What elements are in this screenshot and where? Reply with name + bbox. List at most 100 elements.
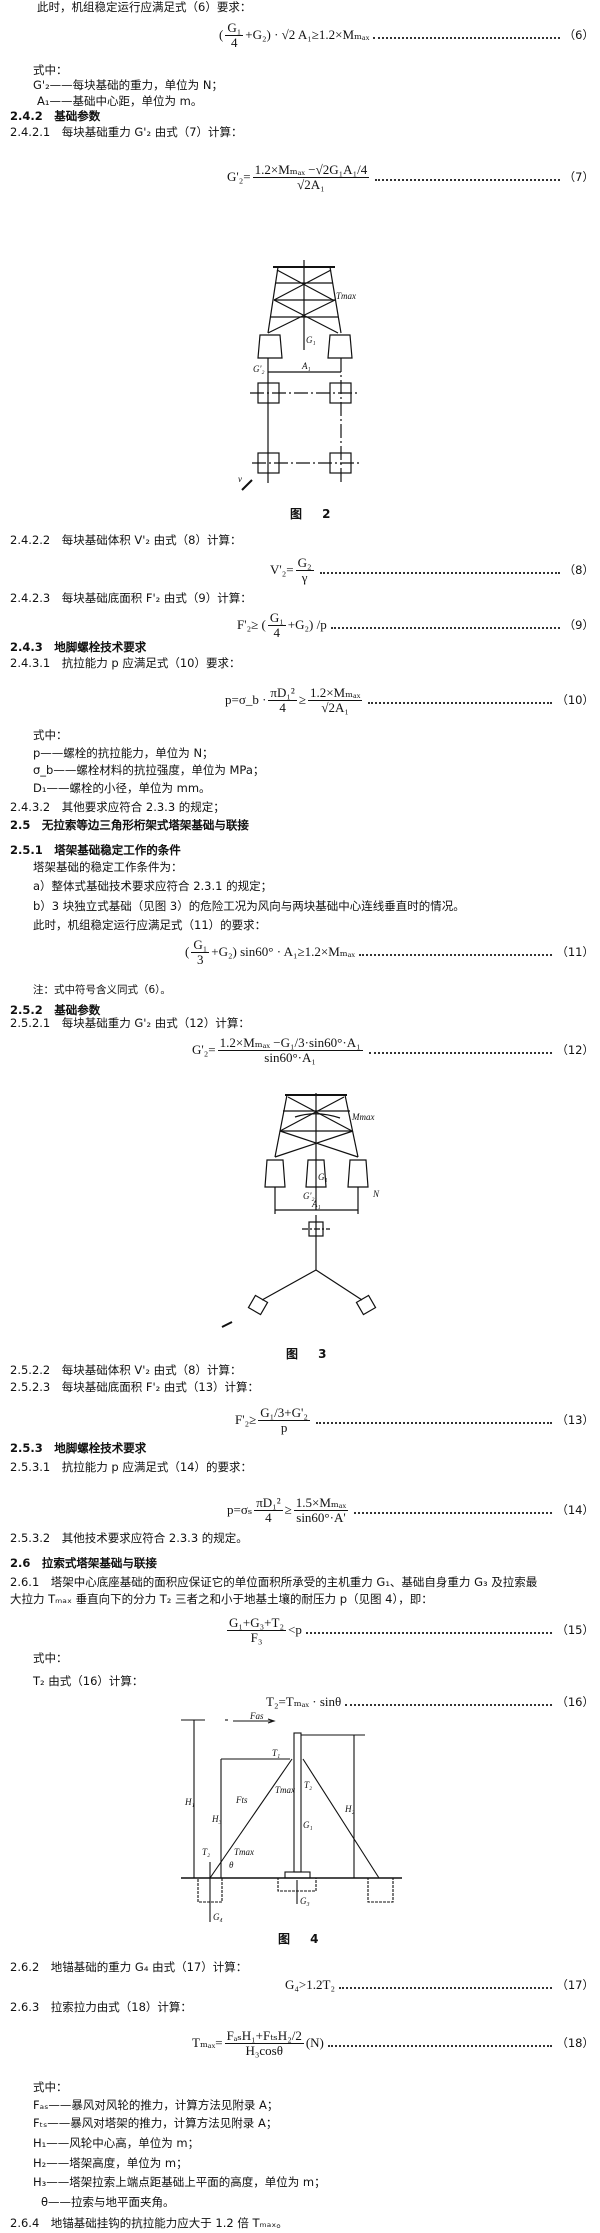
formula-part: V'₂= [270, 562, 294, 577]
dot-leader [338, 1987, 553, 1989]
clause: 2.4.2.2 每块基础体积 V'₂ 由式（8）计算： [10, 533, 242, 547]
section-heading: 2.4.2 基础参数 [10, 109, 101, 123]
foundation-block [347, 1159, 369, 1188]
numerator: G₁+G₃+T₂ [227, 1614, 286, 1631]
definition: Fₜₛ——暴风对塔架的推力，计算方法见附录 A； [33, 2116, 278, 2130]
dot-leader [368, 702, 553, 704]
clause: 2.5.2.1 每块基础重力 G'₂ 由式（12）计算： [10, 1016, 250, 1030]
label-t1: T₁ [272, 1748, 280, 1758]
numerator: πD₁² [254, 1494, 283, 1511]
formula-part: G'₂= [227, 169, 251, 184]
numerator: G₁ [225, 19, 244, 36]
dot-leader [327, 2045, 553, 2047]
dot-leader [305, 1632, 553, 1634]
formula-part: F'₂≥ [235, 1412, 257, 1427]
definition: σ_b——螺栓材料的抗拉强度，单位为 MPa； [33, 763, 265, 777]
formula-part: p=σ_b · [225, 692, 267, 707]
tower-leg [267, 266, 279, 334]
definition: Fₐₛ——暴风对风轮的推力，计算方法见附录 A； [33, 2098, 279, 2112]
numerator: G₁ [191, 936, 210, 953]
equation-number: （11） [556, 945, 594, 959]
label-g1: G₁ [303, 1820, 313, 1830]
dot-leader [319, 572, 560, 574]
clause: 2.4.2.1 每块基础重力 G'₂ 由式（7）计算： [10, 125, 243, 139]
note: 注：式中符号含义同式（6）。 [33, 984, 171, 996]
numerator: πD₁² [268, 684, 297, 701]
tower-leg [329, 266, 342, 334]
definition: D₁——螺栓的小径，单位为 mm。 [33, 781, 211, 795]
clause: 2.4.3.2 其他要求应符合 2.3.3 的规定； [10, 800, 225, 814]
where-label: 式中： [33, 728, 68, 742]
label-g1: G₁ [318, 1172, 328, 1182]
denominator: γ [301, 569, 308, 585]
label-g4: G₄ [213, 1912, 223, 1922]
equation-number: （14） [556, 1503, 594, 1517]
guy-cable [209, 1758, 293, 1879]
dot-leader [330, 627, 560, 629]
equation-number: （9） [563, 618, 594, 632]
equation-number: （12） [556, 1043, 594, 1057]
section-heading: 2.5.2 基础参数 [10, 1003, 101, 1017]
figure-2-diagram: Tmax G₁ G'₂ A₁ v [238, 260, 360, 491]
label-g2: G'₂ [303, 1191, 315, 1201]
clause: 2.5.2.3 每块基础底面积 F'₂ 由式（13）计算： [10, 1380, 260, 1394]
clause: 2.6.3 拉索拉力由式（18）计算： [10, 2000, 192, 2014]
dot-leader [345, 1704, 553, 1706]
label-fts: Fts [235, 1795, 248, 1805]
definition: H₃——塔架拉索上端点距基础上平面的高度，单位为 m； [33, 2175, 326, 2189]
dot-leader [373, 37, 560, 39]
section-heading: 2.6 拉索式塔架基础与联接 [10, 1556, 157, 1570]
definition: p——螺栓的抗拉能力，单位为 N； [33, 746, 214, 760]
numerator: G₁/3+G'₂ [258, 1404, 310, 1421]
label-theta: θ [229, 1860, 234, 1870]
figure-caption: 图 2 [290, 507, 339, 521]
numerator: 1.2×Mₘₐₓ −√2G₁A₁/4 [252, 161, 370, 178]
label-a1: A₁ [311, 1199, 321, 1209]
clause: 2.4.3.1 抗拉能力 p 应满足式（10）要求： [10, 656, 241, 670]
formula-part: +G₂) · √2 A₁≥1.2×Mₘₐₓ [245, 27, 370, 42]
definition: H₁——风轮中心高，单位为 m； [33, 2136, 200, 2150]
paragraph: 塔架基础的稳定工作条件为： [33, 860, 183, 874]
equation-number: （17） [556, 1978, 594, 1992]
denominator: 3 [197, 951, 204, 967]
label-n: N [372, 1189, 380, 1199]
equation-number: （15） [556, 1623, 594, 1637]
denominator: √2A₁ [297, 176, 325, 192]
paragraph: 此时，机组稳定运行应满足式（6）要求： [37, 0, 252, 14]
formula-17: G₄>1.2T₂ （17） [285, 1969, 594, 2001]
label-h3: H₃ [211, 1814, 222, 1824]
formula-part: G₄>1.2T₂ [285, 1977, 335, 1992]
clause: 2.5.3.2 其他技术要求应符合 2.3.3 的规定。 [10, 1531, 248, 1545]
definition: G'₂——每块基础的重力，单位为 N； [33, 78, 223, 92]
denominator: 4 [279, 699, 286, 715]
numerator: G₁ [267, 609, 286, 626]
label-mmax: Mmax [351, 1112, 375, 1122]
label-g2: G'₂ [253, 364, 265, 374]
formula-part: G'₂= [192, 1042, 216, 1057]
where-label: 式中： [33, 1651, 68, 1665]
label-wind-v: v [238, 474, 242, 484]
denominator: F₃ [250, 1629, 263, 1645]
dot-leader [359, 954, 553, 956]
numerator: G₂ [295, 554, 314, 571]
figure-caption: 图 3 [286, 1347, 335, 1361]
numerator: 1.5×Mₘₐₓ [293, 1494, 349, 1511]
label-tmax: Tmax [275, 1785, 295, 1795]
